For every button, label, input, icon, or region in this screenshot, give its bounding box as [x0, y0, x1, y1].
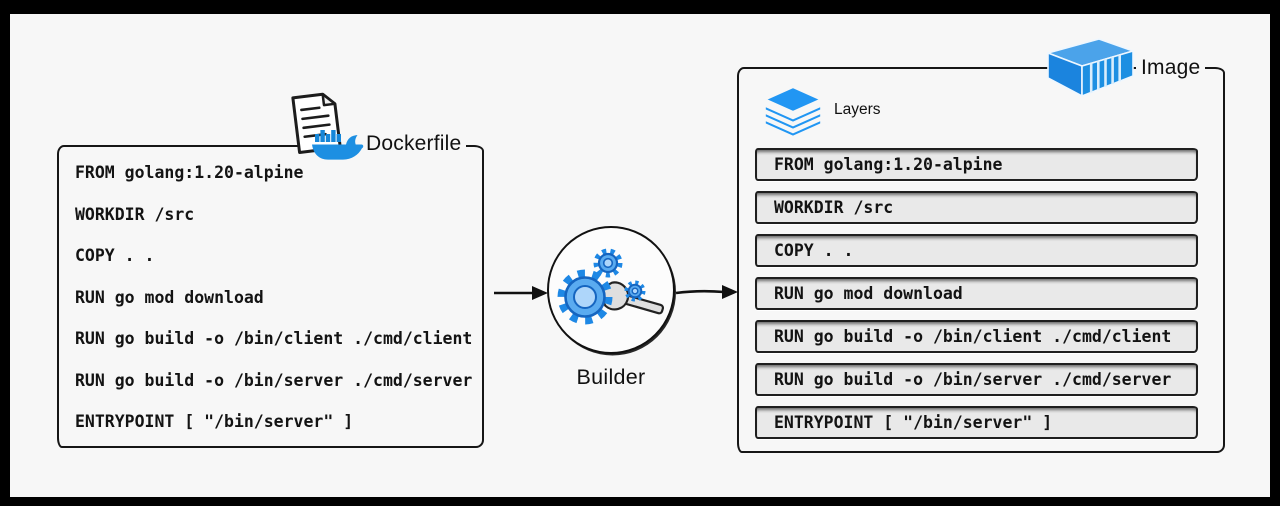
shipping-container-icon [1047, 38, 1134, 97]
arrow-dockerfile-to-builder-icon [494, 286, 548, 300]
layer-row: ENTRYPOINT [ "/bin/server" ] [755, 406, 1198, 439]
stacked-layers-icon [762, 86, 824, 138]
builder-label: Builder [576, 365, 646, 389]
layer-row: RUN go build -o /bin/client ./cmd/client [755, 320, 1198, 353]
dockerfile-line: RUN go mod download [75, 287, 264, 307]
document-with-docker-whale-icon [291, 92, 364, 160]
gears-and-wrench-icon [557, 248, 665, 325]
dockerfile-box [57, 145, 484, 448]
dockerfile-line: ENTRYPOINT [ "/bin/server" ] [75, 412, 354, 431]
image-title: Image [1136, 54, 1206, 82]
layers-label: Layers [834, 101, 881, 118]
dockerfile-title: Dockerfile [361, 130, 467, 158]
docker-whale-icon [312, 130, 364, 160]
dockerfile-line: RUN go build -o /bin/client ./cmd/client [75, 329, 473, 348]
large-gear-icon [557, 269, 613, 325]
layer-row: RUN go mod download [755, 277, 1198, 310]
small-gear-top-icon [593, 248, 623, 278]
dockerfile-line: FROM golang:1.20-alpine [75, 163, 304, 182]
arrow-builder-to-image-icon [675, 285, 738, 299]
layer-row: WORKDIR /src [755, 191, 1198, 224]
dockerfile-line: WORKDIR /src [75, 204, 195, 224]
dockerfile-line: RUN go build -o /bin/server ./cmd/server [75, 370, 473, 390]
layer-row: FROM golang:1.20-alpine [755, 148, 1198, 181]
layer-row: COPY . . [755, 234, 1198, 267]
small-gear-right-icon [624, 280, 646, 302]
layer-row: RUN go build -o /bin/server ./cmd/server [755, 363, 1198, 396]
builder-circle [547, 226, 675, 354]
dockerfile-line: COPY . . [75, 246, 155, 265]
